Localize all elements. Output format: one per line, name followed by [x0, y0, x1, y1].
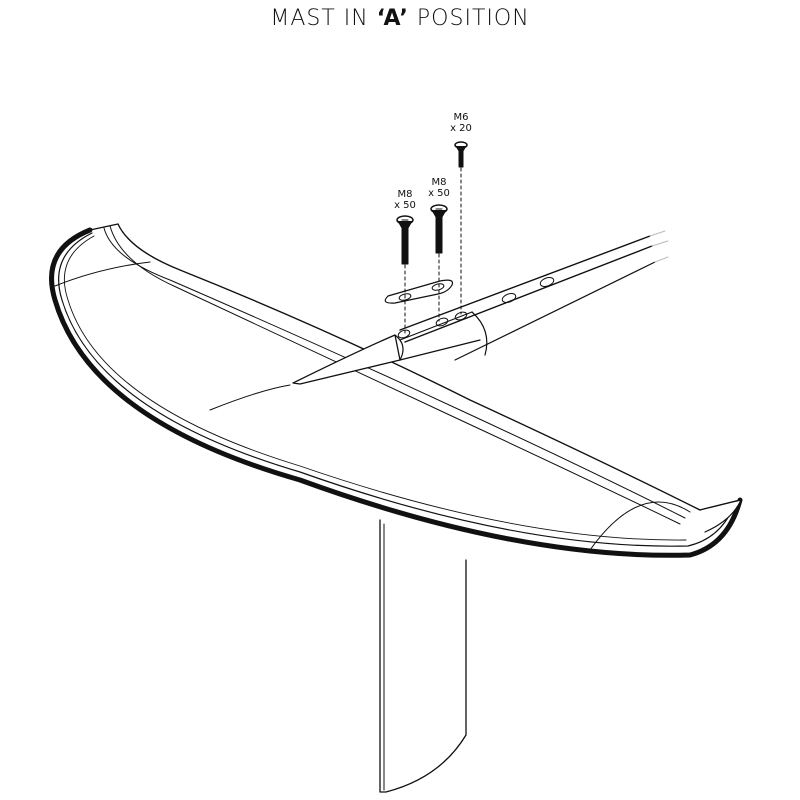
front-wing: [49, 223, 743, 558]
screw-label-m8-right: M8 x 50: [419, 177, 459, 199]
title-prefix: MAST IN: [270, 6, 377, 31]
alignment-guides: [404, 167, 462, 334]
screw-length: x 50: [394, 200, 416, 211]
diagram-title: MAST IN ‘A’ POSITION: [0, 6, 800, 31]
screw-size: M8: [397, 189, 413, 200]
screw-length: x 20: [450, 123, 472, 134]
screw-length: x 50: [428, 188, 450, 199]
screw-m8-right: [430, 204, 448, 254]
screw-label-m8-left: M8 x 50: [385, 189, 425, 211]
mast: [379, 519, 467, 793]
title-emphasis: ‘A’: [376, 6, 409, 31]
screw-m6-top: [454, 141, 468, 168]
screw-label-m6-top: M6 x 20: [441, 112, 481, 134]
shim-plate: [384, 279, 454, 304]
fuselage: [397, 230, 669, 361]
screw-size: M8: [431, 177, 447, 188]
screw-size: M6: [453, 112, 469, 123]
screw-m8-left: [396, 215, 414, 265]
title-suffix: POSITION: [408, 6, 530, 31]
